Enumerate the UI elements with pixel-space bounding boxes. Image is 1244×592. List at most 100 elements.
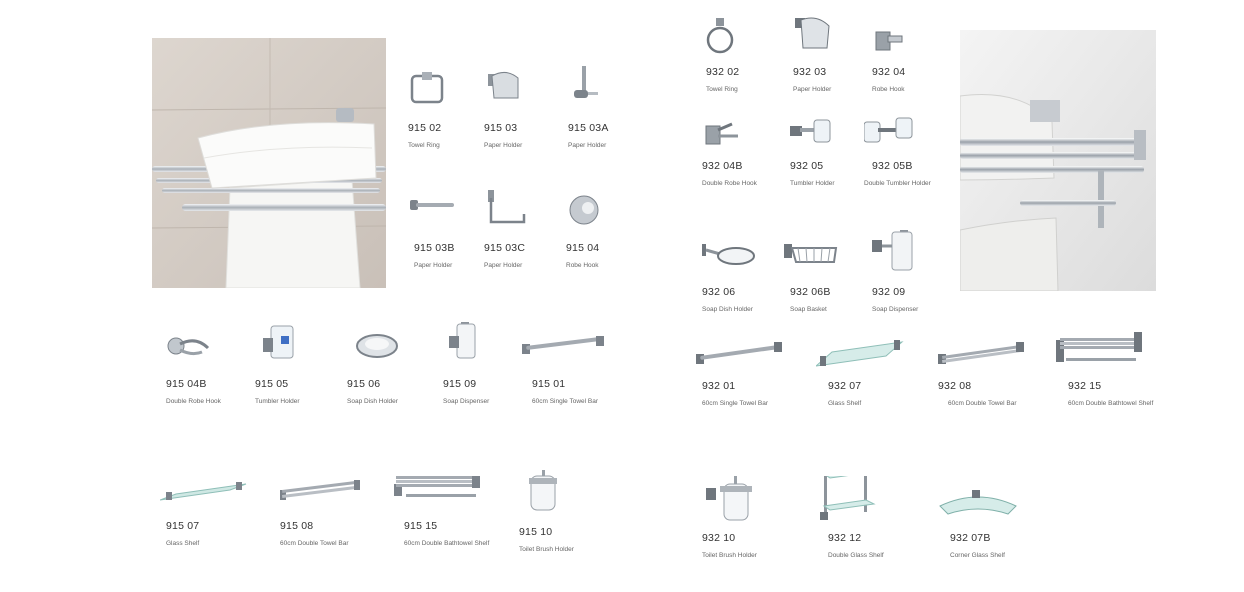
toilet-brush-icon (529, 470, 557, 511)
robe-hook-icon (569, 195, 599, 225)
product-code: 915 07 (166, 520, 200, 532)
product-915-02: 915 02 Towel Ring (408, 66, 518, 149)
product-name: Robe Hook (872, 86, 905, 93)
towel-bar-icon (522, 336, 604, 354)
product-915-03c: 915 03C Paper Holder (484, 186, 594, 269)
soap-dispenser-icon (872, 230, 913, 271)
product-name: Robe Hook (566, 262, 599, 269)
product-915-07: 915 07 Glass Shelf (160, 464, 270, 547)
double-towel-bar-icon (280, 480, 360, 500)
product-915-05: 915 05 Tumbler Holder (255, 322, 365, 405)
product-932-06: 932 06 Soap Dish Holder (702, 230, 812, 313)
product-name: Glass Shelf (166, 540, 200, 547)
product-name: Tumbler Holder (255, 398, 300, 405)
product-code: 932 12 (828, 532, 862, 544)
double-towel-bar-icon (938, 342, 1024, 364)
product-915-01: 915 01 60cm Single Towel Bar (522, 322, 632, 405)
product-name: 60cm Single Towel Bar (532, 398, 598, 405)
toilet-brush-icon (706, 476, 752, 521)
product-code: 932 07 (828, 380, 862, 392)
product-name: Soap Dish Holder (702, 306, 753, 313)
soap-dispenser-icon (449, 322, 476, 359)
product-932-04b: 932 04B Double Robe Hook (702, 104, 812, 187)
soap-dish-icon (702, 244, 755, 265)
product-photo-left (152, 38, 386, 288)
product-code: 915 04 (566, 242, 600, 254)
product-915-09: 915 09 Soap Dispenser (443, 322, 553, 405)
product-915-10: 915 10 Toilet Brush Holder (519, 470, 629, 553)
product-code: 915 09 (443, 378, 477, 390)
product-code: 932 05 (790, 160, 824, 172)
towel-bar-icon (696, 342, 782, 364)
product-code: 932 10 (702, 532, 736, 544)
product-name: Towel Ring (408, 142, 440, 149)
product-932-07: 932 07 Glass Shelf (816, 324, 926, 407)
product-code: 932 05B (872, 160, 913, 172)
product-code: 915 02 (408, 122, 442, 134)
product-code: 915 01 (532, 378, 566, 390)
product-code: 932 07B (950, 532, 991, 544)
paper-holder-icon (410, 200, 454, 210)
product-915-03b: 915 03B Paper Holder (408, 186, 518, 269)
product-code: 932 08 (938, 380, 972, 392)
paper-holder-icon (488, 72, 519, 99)
bathtowel-shelf-icon (394, 476, 480, 497)
product-name: 60cm Double Bathtowel Shelf (1068, 400, 1154, 407)
product-932-04: 932 04 Robe Hook (872, 10, 982, 93)
corner-glass-shelf-icon (939, 490, 1017, 515)
product-915-03a: 915 03A Paper Holder (568, 66, 678, 149)
product-932-12: 932 12 Double Glass Shelf (818, 476, 928, 559)
product-code: 932 04 (872, 66, 906, 78)
tumbler-holder-icon (263, 325, 294, 359)
paper-holder-icon (488, 190, 526, 224)
double-robe-hook-icon (705, 122, 738, 145)
product-name: Double Tumbler Holder (864, 180, 931, 187)
product-code: 915 05 (255, 378, 289, 390)
product-name: Paper Holder (484, 142, 523, 149)
product-915-03: 915 03 Paper Holder (484, 66, 594, 149)
product-932-15: 932 15 60cm Double Bathtowel Shelf (1056, 324, 1166, 407)
product-code: 915 08 (280, 520, 314, 532)
product-name: 60cm Double Towel Bar (948, 400, 1017, 407)
product-932-09: 932 09 Soap Dispenser (872, 230, 982, 313)
product-code: 932 04B (702, 160, 743, 172)
product-code: 915 10 (519, 526, 553, 538)
product-name: 60cm Single Towel Bar (702, 400, 768, 407)
towel-ring-icon (706, 18, 734, 54)
product-name: Glass Shelf (828, 400, 862, 407)
product-code: 932 06 (702, 286, 736, 298)
product-name: Double Glass Shelf (828, 552, 884, 559)
product-photo-right (960, 30, 1156, 291)
product-932-07b: 932 07B Corner Glass Shelf (938, 476, 1048, 559)
product-code: 915 04B (166, 378, 207, 390)
tumbler-holder-icon (790, 119, 831, 143)
product-name: Paper Holder (568, 142, 607, 149)
product-name: Soap Dispenser (872, 306, 919, 313)
product-name: Paper Holder (793, 86, 832, 93)
double-glass-shelf-icon (820, 476, 876, 520)
product-name: Corner Glass Shelf (950, 552, 1005, 559)
glass-shelf-icon (816, 340, 904, 367)
product-name: Paper Holder (414, 262, 453, 269)
product-name: Paper Holder (484, 262, 523, 269)
product-code: 932 01 (702, 380, 736, 392)
product-name: 60cm Double Towel Bar (280, 540, 349, 547)
paper-holder-icon (574, 66, 598, 98)
product-name: Soap Dispenser (443, 398, 490, 405)
robe-hook-icon (875, 31, 903, 51)
product-code: 932 06B (790, 286, 831, 298)
product-code: 915 03 (484, 122, 518, 134)
product-name: Double Robe Hook (702, 180, 757, 187)
towel-ring-icon (410, 72, 444, 104)
product-code: 915 06 (347, 378, 381, 390)
bathtowel-shelf-icon (1056, 332, 1142, 362)
glass-shelf-icon (160, 482, 247, 501)
soap-basket-icon (784, 244, 838, 263)
product-932-08: 932 08 60cm Double Towel Bar (938, 324, 1048, 407)
product-932-05: 932 05 Tumbler Holder (790, 104, 900, 187)
product-915-15: 915 15 60cm Double Bathtowel Shelf (394, 464, 504, 547)
product-932-01: 932 01 60cm Single Towel Bar (696, 324, 806, 407)
product-code: 915 03C (484, 242, 526, 254)
product-code: 915 03A (568, 122, 609, 134)
double-robe-hook-icon (167, 337, 210, 356)
